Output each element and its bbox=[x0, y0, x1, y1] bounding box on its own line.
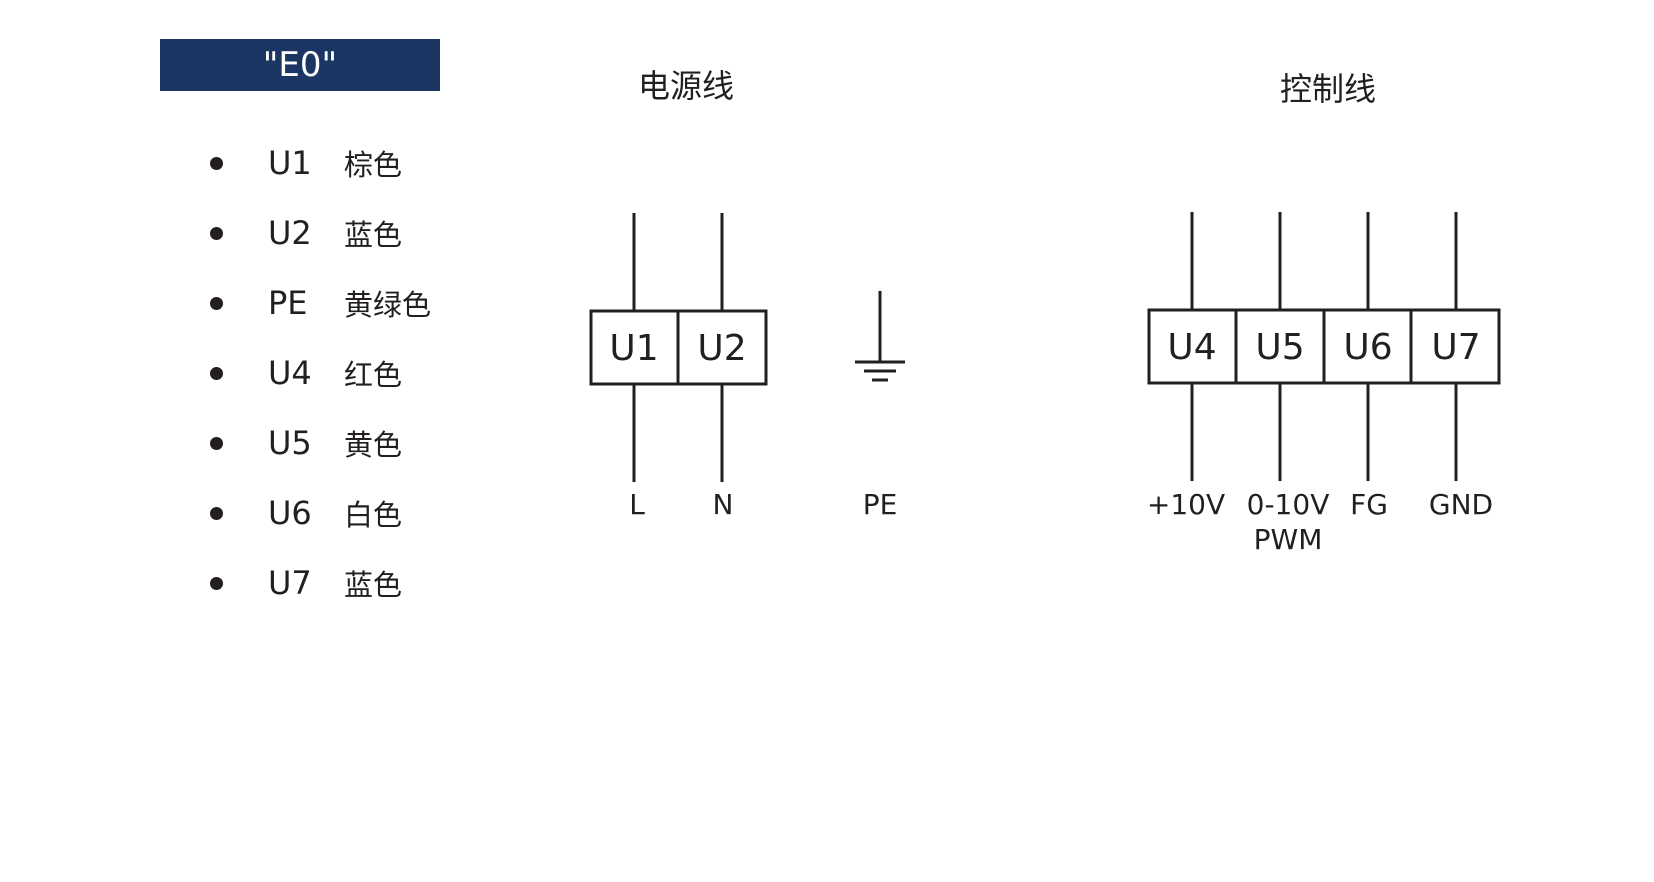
bullet-icon bbox=[210, 576, 223, 590]
label-n: N bbox=[713, 488, 734, 521]
legend-code: U4 bbox=[268, 354, 312, 392]
legend-item: PE 黄绿色 bbox=[210, 268, 431, 338]
legend-item: U1 棕色 bbox=[210, 128, 431, 198]
legend-color: 白色 bbox=[344, 498, 403, 532]
legend-color: 蓝色 bbox=[344, 218, 403, 252]
label-plus10v: +10V bbox=[1147, 488, 1225, 521]
power-title: 电源线 bbox=[638, 67, 734, 105]
label-l: L bbox=[629, 488, 645, 521]
bullet-icon bbox=[210, 226, 223, 240]
terminal-u5: U5 bbox=[1255, 327, 1304, 368]
terminal-u2: U2 bbox=[697, 328, 746, 369]
bullet-icon bbox=[210, 436, 223, 450]
legend-code: U2 bbox=[268, 214, 312, 252]
legend-item: U6 白色 bbox=[210, 478, 431, 548]
legend-code: U5 bbox=[268, 424, 312, 462]
legend-color: 红色 bbox=[344, 358, 403, 392]
label-gnd: GND bbox=[1429, 488, 1493, 521]
bullet-icon bbox=[210, 156, 223, 170]
legend-code: U6 bbox=[268, 494, 312, 532]
bullet-icon bbox=[210, 506, 223, 520]
label-pe: PE bbox=[863, 488, 898, 521]
label-fg: FG bbox=[1350, 488, 1388, 521]
terminal-u6: U6 bbox=[1343, 327, 1392, 368]
legend-color: 黄色 bbox=[344, 428, 403, 462]
ground-icon bbox=[855, 291, 905, 382]
terminal-u1: U1 bbox=[609, 328, 658, 369]
label-pwm: PWM bbox=[1254, 523, 1323, 556]
control-title: 控制线 bbox=[1280, 70, 1376, 108]
legend-color: 蓝色 bbox=[344, 568, 403, 602]
legend-item: U2 蓝色 bbox=[210, 198, 431, 268]
legend-item: U4 红色 bbox=[210, 338, 431, 408]
mode-badge: "E0" bbox=[160, 39, 440, 91]
legend-code: U1 bbox=[268, 144, 312, 182]
terminal-u4: U4 bbox=[1167, 327, 1216, 368]
legend-color: 黄绿色 bbox=[344, 288, 432, 322]
legend-item: U7 蓝色 bbox=[210, 548, 431, 618]
bullet-icon bbox=[210, 366, 223, 380]
legend-code: PE bbox=[268, 284, 308, 322]
legend-code: U7 bbox=[268, 564, 312, 602]
legend-item: U5 黄色 bbox=[210, 408, 431, 478]
bullet-icon bbox=[210, 296, 223, 310]
legend-color: 棕色 bbox=[344, 148, 403, 182]
terminal-u7: U7 bbox=[1431, 327, 1480, 368]
wire-color-legend: U1 棕色 U2 蓝色 PE 黄绿色 U4 红色 U5 黄色 U6 白色 U7 … bbox=[210, 128, 431, 618]
label-0-10v: 0-10V bbox=[1247, 488, 1330, 521]
